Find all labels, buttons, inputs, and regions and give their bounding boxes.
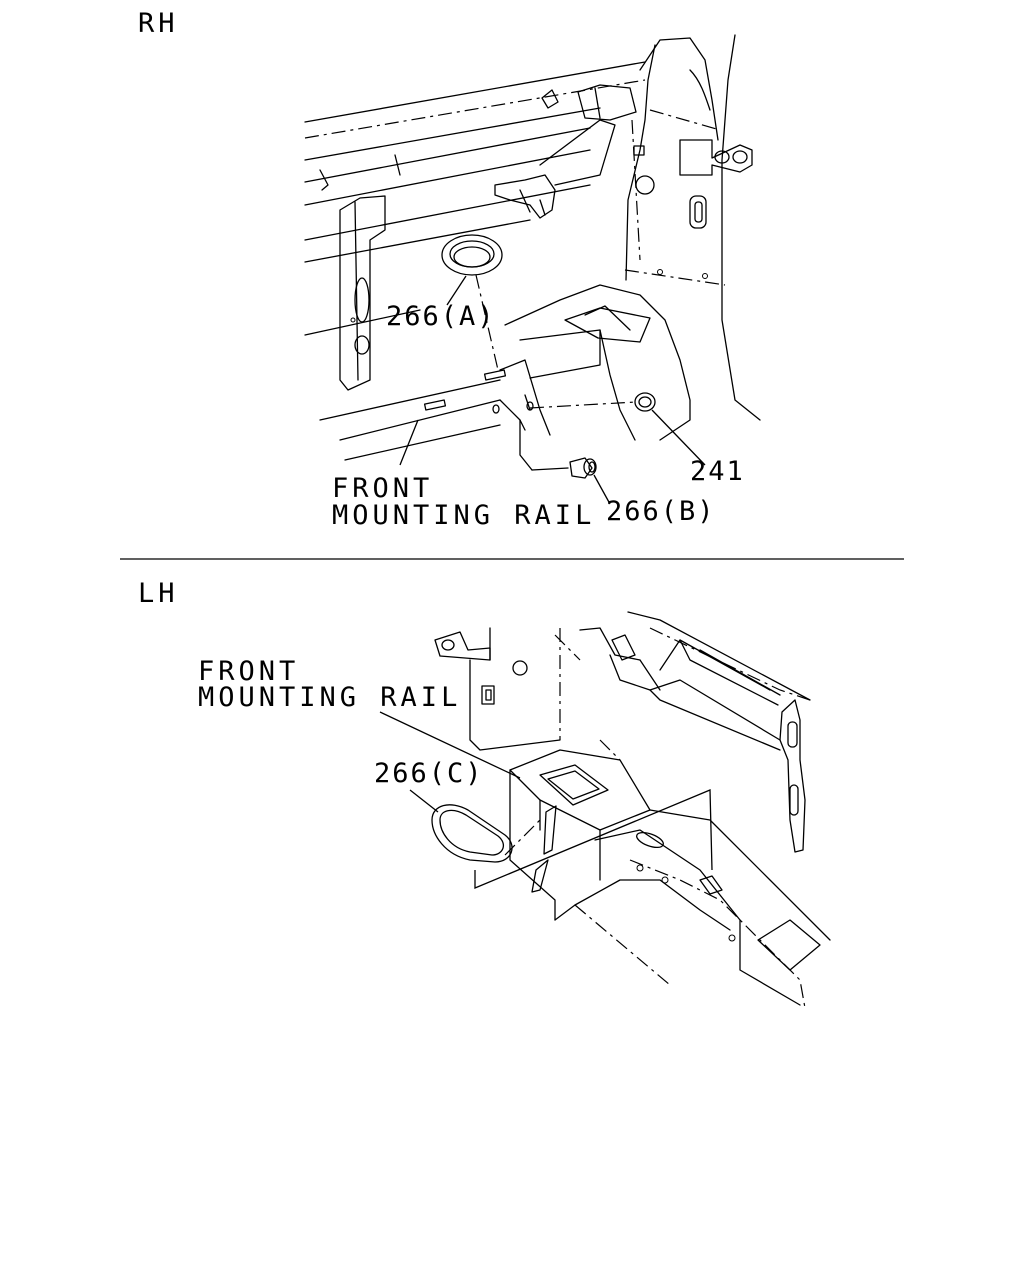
lh-rail-label-line2: MOUNTING RAIL (198, 682, 461, 713)
rh-side-label: RH (138, 8, 179, 39)
rh-rail-label-line2: MOUNTING RAIL (332, 500, 595, 531)
plug-b-leader (593, 474, 611, 505)
lh-side-label: LH (138, 578, 179, 609)
rh-rail-label-line1: FRONT (332, 473, 433, 504)
callout-266a: 266(A) (386, 301, 496, 332)
lh-body-panel-drawing (431, 611, 831, 1009)
callout-241: 241 (690, 456, 745, 487)
plug-c-leader (409, 789, 439, 813)
callout-266c: 266(C) (374, 758, 484, 789)
lh-section: LH FRONT MOUNTING RAIL (138, 578, 831, 1009)
rh-body-panel-drawing (304, 34, 761, 479)
lh-rail-label-line1: FRONT (198, 656, 299, 687)
plug-a-leader (446, 275, 467, 306)
grommet-leader (651, 409, 706, 466)
callout-266b: 266(B) (606, 496, 716, 527)
rh-section: RH (138, 8, 761, 531)
lh-rail-leader (379, 711, 521, 779)
